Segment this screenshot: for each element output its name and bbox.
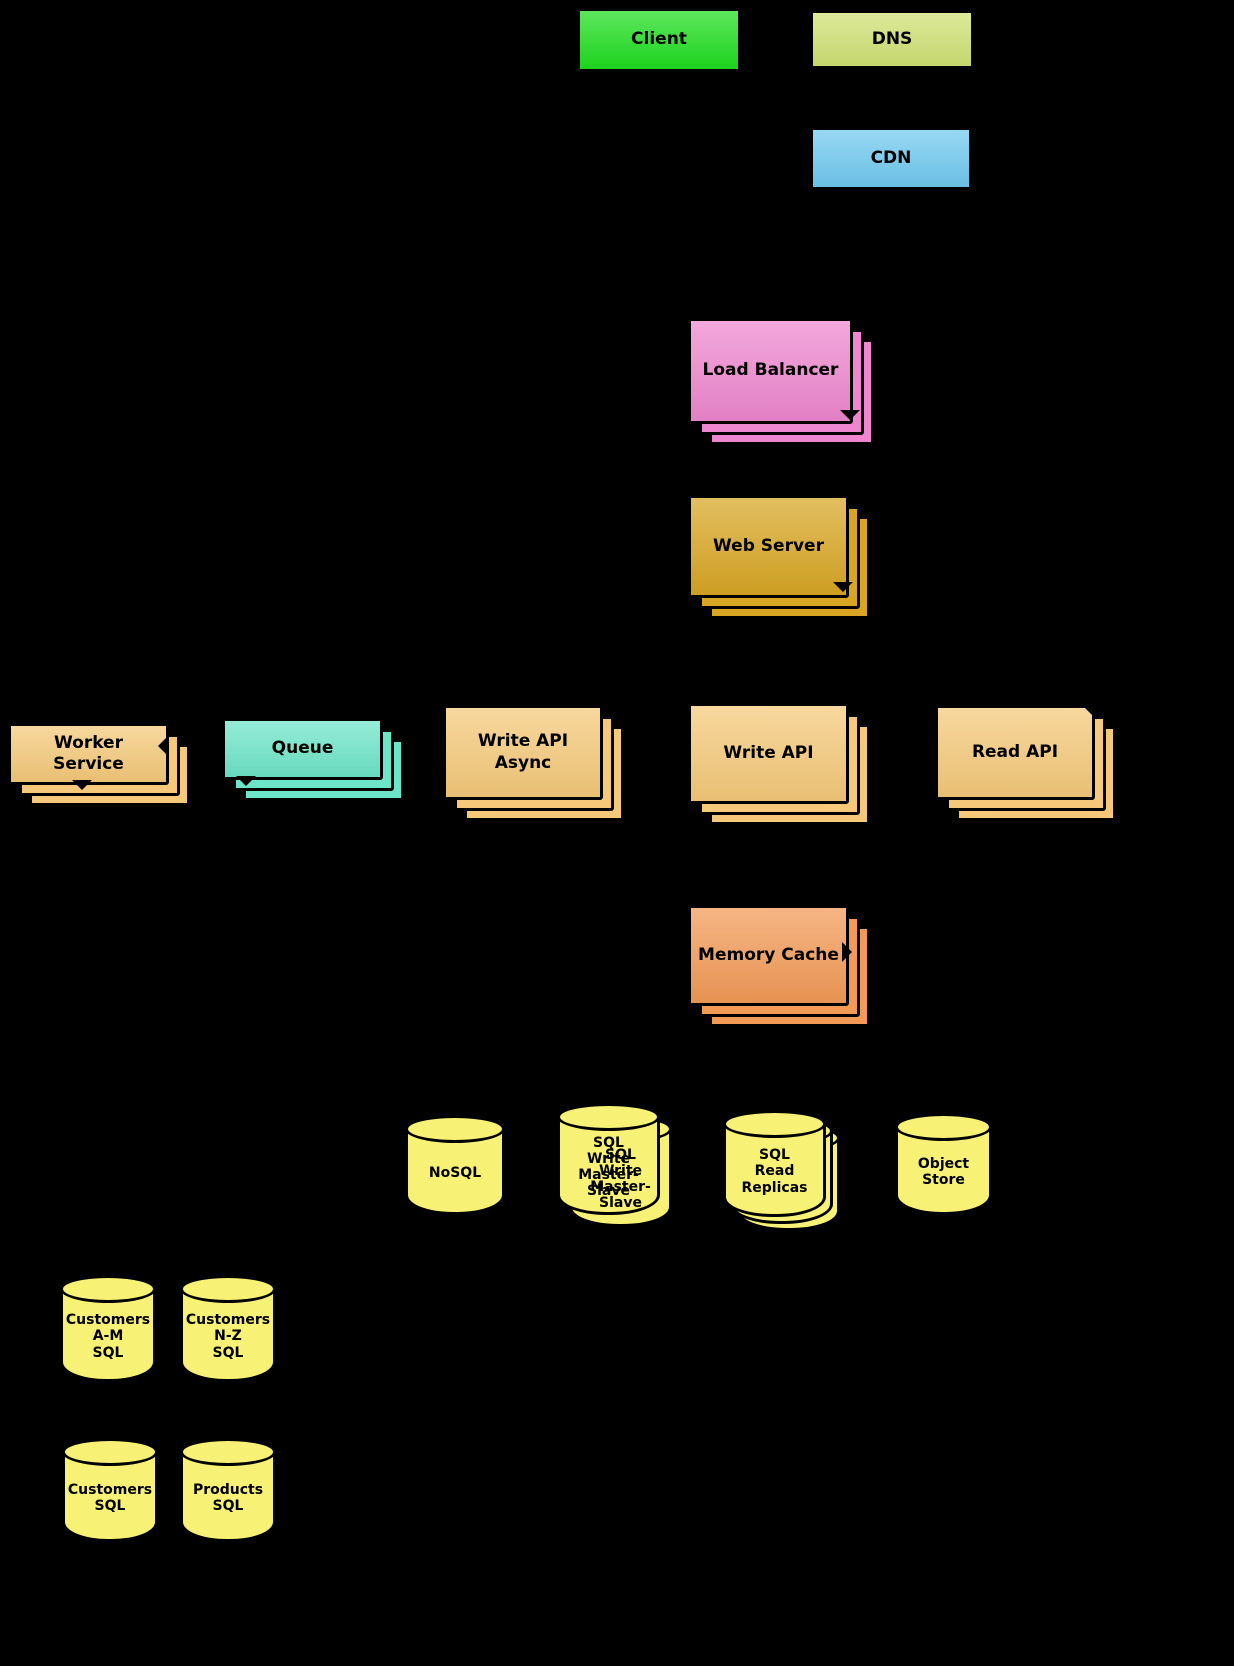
queue-label: Queue bbox=[271, 738, 334, 759]
cylinder-top bbox=[180, 1438, 276, 1466]
write-api-node: Write API bbox=[688, 703, 870, 825]
customers-am-label: Customers A-M SQL bbox=[65, 1312, 151, 1361]
sql-write-ghost-label: SQL Write Master- Slave bbox=[590, 1146, 651, 1212]
cylinder-top bbox=[180, 1275, 276, 1303]
customers-sql-cylinder: Customers SQL bbox=[62, 1438, 158, 1542]
cylinder-top bbox=[60, 1275, 156, 1303]
products-label: Products SQL bbox=[192, 1481, 264, 1514]
nosql-database-cylinder: NoSQL bbox=[405, 1115, 505, 1215]
cylinder-body bbox=[557, 1116, 660, 1215]
load-balancer-node: Load Balancer bbox=[688, 318, 874, 445]
object-store-label: Object Store bbox=[917, 1155, 970, 1188]
cdn-box: CDN bbox=[810, 127, 972, 190]
client-label: Client bbox=[631, 29, 687, 50]
client-box: Client bbox=[577, 8, 741, 72]
dns-node: DNS bbox=[810, 10, 974, 69]
customers-label: Customers SQL bbox=[67, 1481, 153, 1514]
memory-cache-box: Memory Cache bbox=[688, 905, 849, 1006]
queue-node: Queue bbox=[222, 718, 404, 801]
cylinder-top bbox=[723, 1110, 826, 1138]
customers-nz-label: Customers N-Z SQL bbox=[185, 1312, 271, 1361]
load-balancer-label: Load Balancer bbox=[702, 360, 839, 381]
arrowhead-into-worker-service bbox=[158, 736, 168, 756]
write-api-async-box: Write API Async bbox=[443, 705, 603, 800]
worker-service-label: Worker Service bbox=[53, 732, 124, 774]
customers-nz-sql-cylinder: Customers N-Z SQL bbox=[180, 1275, 276, 1382]
arrowhead-web-server-corner bbox=[833, 582, 853, 592]
write-api-label: Write API bbox=[723, 742, 814, 763]
read-api-label: Read API bbox=[971, 741, 1059, 762]
sql-write-label: SQL Write Master- Slave bbox=[578, 1134, 639, 1200]
dns-label: DNS bbox=[871, 28, 913, 49]
web-server-label: Web Server bbox=[713, 535, 824, 556]
arrowhead-load-balancer-corner bbox=[840, 410, 860, 420]
worker-service-box: Worker Service bbox=[8, 723, 169, 785]
read-api-box: Read API bbox=[935, 705, 1095, 800]
arrowhead-queue-bottom bbox=[236, 776, 256, 786]
dns-box: DNS bbox=[810, 10, 974, 69]
write-api-box: Write API bbox=[688, 703, 849, 804]
cylinder-top bbox=[405, 1115, 505, 1143]
memory-cache-label: Memory Cache bbox=[698, 944, 839, 965]
arrowhead-memory-cache-right bbox=[842, 942, 852, 962]
cdn-node: CDN bbox=[810, 127, 972, 190]
arrowhead-worker-service-bottom bbox=[72, 780, 92, 790]
web-server-node: Web Server bbox=[688, 495, 870, 619]
sql-write-master-slave-cylinder: SQL Write Master- Slave bbox=[557, 1103, 660, 1215]
cylinder-top bbox=[557, 1103, 660, 1131]
sql-read-replicas-cylinder: SQL Read Replicas bbox=[723, 1110, 826, 1217]
cdn-label: CDN bbox=[870, 147, 912, 168]
cylinder-top bbox=[62, 1438, 158, 1466]
write-api-async-node: Write API Async bbox=[443, 705, 624, 821]
queue-box: Queue bbox=[222, 718, 383, 780]
cylinder-body bbox=[60, 1288, 156, 1382]
arrowhead-read-api-corner bbox=[1082, 705, 1102, 715]
read-api-node: Read API bbox=[935, 705, 1116, 821]
customers-am-sql-cylinder: Customers A-M SQL bbox=[60, 1275, 156, 1382]
write-api-async-label: Write API Async bbox=[477, 731, 569, 773]
cylinder-top bbox=[895, 1113, 992, 1141]
sql-read-label: SQL Read Replicas bbox=[741, 1147, 808, 1196]
web-server-box: Web Server bbox=[688, 495, 849, 598]
products-sql-cylinder: Products SQL bbox=[180, 1438, 276, 1542]
cylinder-body bbox=[62, 1451, 158, 1542]
memory-cache-node: Memory Cache bbox=[688, 905, 870, 1027]
load-balancer-box: Load Balancer bbox=[688, 318, 853, 424]
client-node: Client bbox=[577, 8, 741, 72]
nosql-label: NoSQL bbox=[428, 1164, 482, 1181]
object-store-cylinder: Object Store bbox=[895, 1113, 992, 1215]
worker-service-node: Worker Service bbox=[8, 723, 190, 806]
